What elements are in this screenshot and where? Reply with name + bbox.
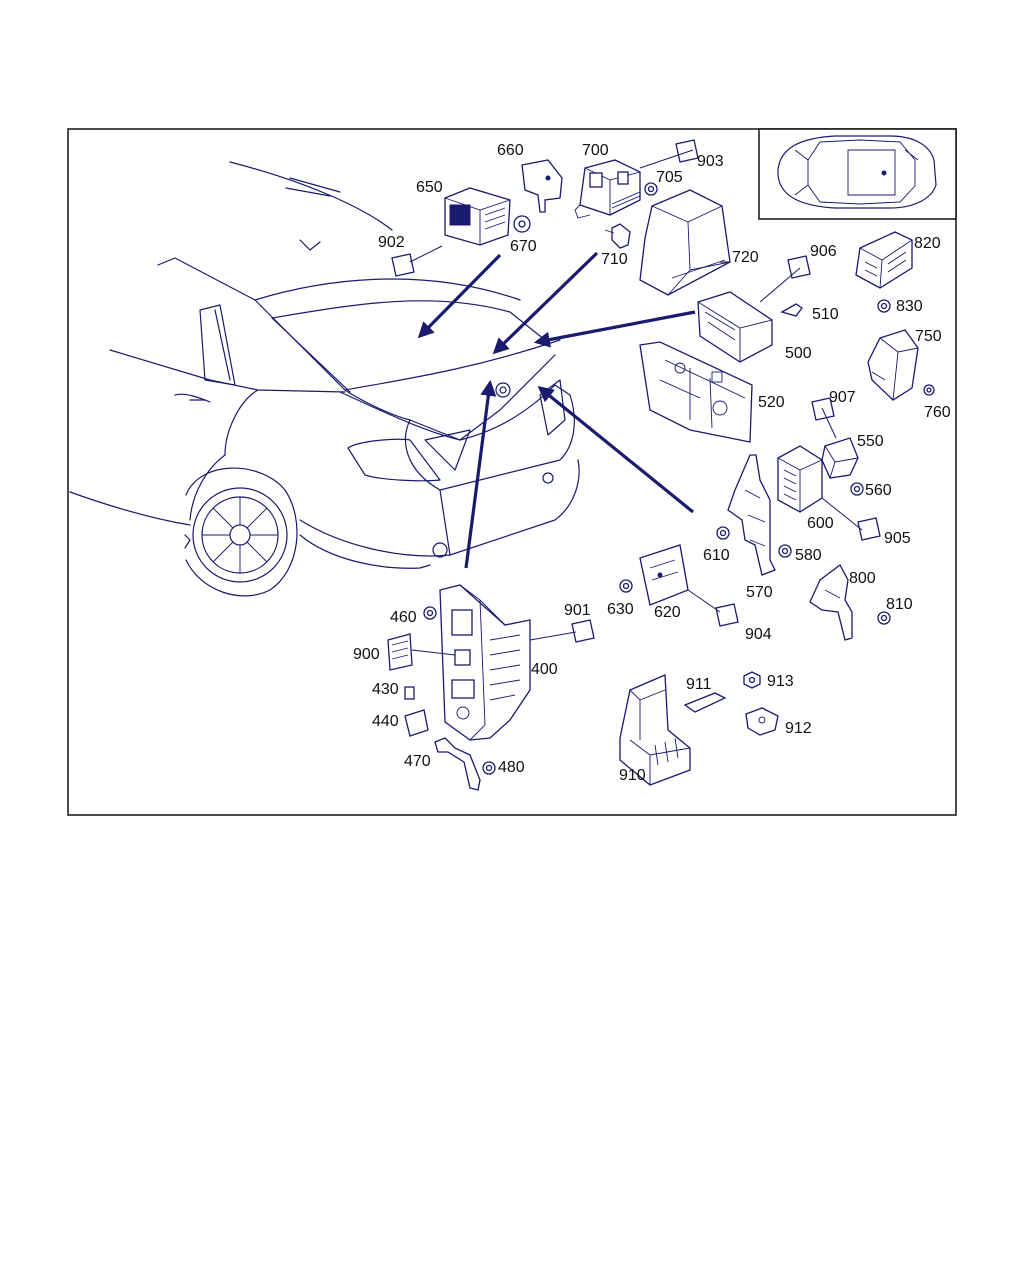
part-570-bracket (727, 454, 776, 576)
label-620: 620 (654, 604, 681, 621)
label-913: 913 (767, 673, 794, 690)
part-430-clip (404, 686, 415, 700)
label-480: 480 (498, 759, 525, 776)
label-904: 904 (745, 626, 772, 643)
label-830: 830 (896, 298, 923, 315)
part-670-nut (513, 215, 531, 233)
part-910-holder (619, 674, 691, 786)
part-911-strip (683, 692, 727, 713)
leader-lines (409, 149, 863, 656)
label-903: 903 (697, 153, 724, 170)
part-510-screw (780, 303, 803, 317)
part-520-mounting-plate (639, 341, 753, 443)
label-460: 460 (390, 609, 417, 626)
part-620-bracket (639, 544, 689, 606)
label-580: 580 (795, 547, 822, 564)
label-907: 907 (829, 389, 856, 406)
wiring-tags (391, 139, 881, 643)
part-900-connector (387, 633, 413, 671)
label-810: 810 (886, 596, 913, 613)
part-700-relay-module (574, 159, 641, 219)
label-905: 905 (884, 530, 911, 547)
label-400: 400 (531, 661, 558, 678)
part-800-bracket (809, 564, 853, 641)
label-912: 912 (785, 720, 812, 737)
label-470: 470 (404, 753, 431, 770)
label-901: 901 (564, 602, 591, 619)
label-720: 720 (732, 249, 759, 266)
label-500: 500 (785, 345, 812, 362)
label-760: 760 (924, 404, 951, 421)
assembly-arrows (417, 251, 696, 569)
part-912-holder (745, 707, 779, 736)
part-750-module (867, 329, 919, 401)
part-400-fuse-box (439, 584, 531, 741)
label-902: 902 (378, 234, 405, 251)
label-910: 910 (619, 767, 646, 784)
label-520: 520 (758, 394, 785, 411)
label-911: 911 (686, 676, 712, 693)
part-550-module (821, 437, 859, 479)
part-470-bracket (434, 737, 481, 791)
part-913-nut (743, 671, 761, 689)
part-580-nut (778, 544, 792, 558)
part-610-nut (716, 526, 730, 540)
label-630: 630 (607, 601, 634, 618)
label-700: 700 (582, 142, 609, 159)
label-800: 800 (849, 570, 876, 587)
part-500-control-unit (697, 291, 773, 363)
callout-labels: 660 700 903 705 650 902 670 710 720 906 … (353, 142, 951, 784)
label-430: 430 (372, 681, 399, 698)
label-560: 560 (865, 482, 892, 499)
part-810-nut (877, 611, 891, 625)
label-906: 906 (810, 243, 837, 260)
label-610: 610 (703, 547, 730, 564)
part-820-control-unit (855, 231, 913, 289)
part-660-bracket (521, 159, 563, 213)
inset-car-overview (758, 128, 957, 220)
label-820: 820 (914, 235, 941, 252)
part-710-bolt (604, 223, 631, 249)
part-440-relay (404, 709, 429, 737)
label-750: 750 (915, 328, 942, 345)
part-460-nut (423, 606, 437, 620)
part-705-nut (644, 182, 658, 196)
part-760-nut (923, 384, 935, 396)
label-550: 550 (857, 433, 884, 450)
part-480-nut (482, 761, 496, 775)
label-510: 510 (812, 306, 839, 323)
label-710: 710 (601, 251, 628, 268)
part-830-nut (877, 299, 891, 313)
part-650-module (444, 187, 511, 246)
label-670: 670 (510, 238, 537, 255)
label-570: 570 (746, 584, 773, 601)
label-705: 705 (656, 169, 683, 186)
label-440: 440 (372, 713, 399, 730)
label-650: 650 (416, 179, 443, 196)
diagram-frame (67, 128, 957, 816)
label-900: 900 (353, 646, 380, 663)
part-600-module (777, 445, 823, 513)
part-630-nut (619, 579, 633, 593)
label-660: 660 (497, 142, 524, 159)
label-600: 600 (807, 515, 834, 532)
part-560-nut (850, 482, 864, 496)
part-720-cover (639, 189, 731, 296)
